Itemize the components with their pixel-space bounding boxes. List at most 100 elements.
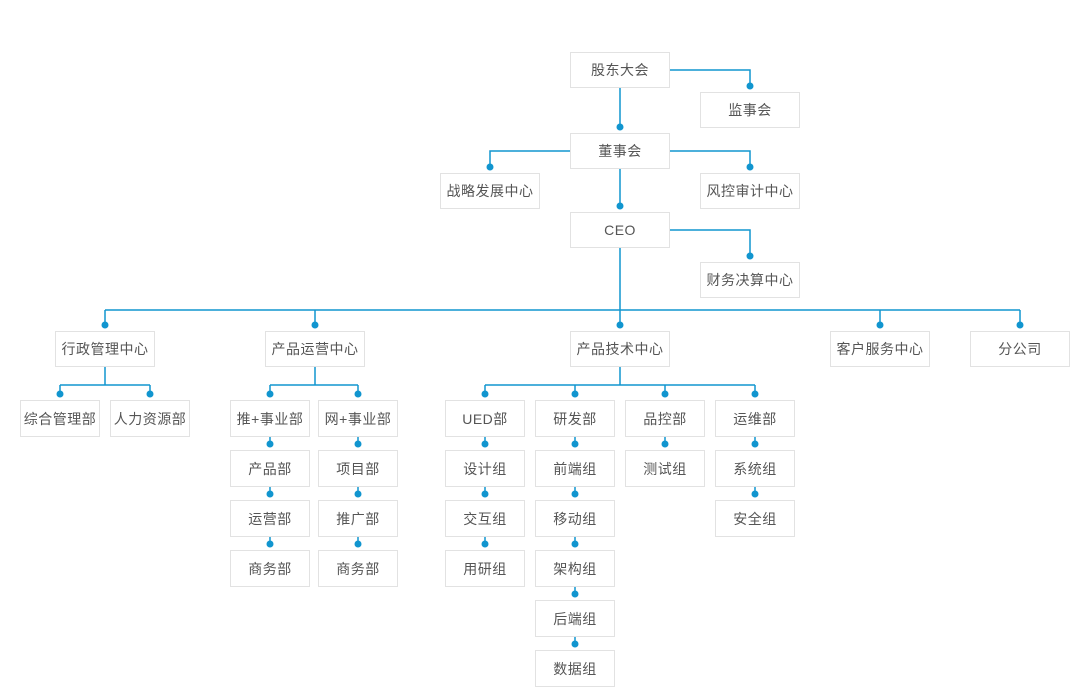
org-node-label: 产品部 <box>248 460 292 477</box>
org-node-label: 交互组 <box>463 510 507 527</box>
org-node-testing-group: 测试组 <box>625 450 705 487</box>
org-node-human-resources-dept: 人力资源部 <box>110 400 190 437</box>
org-node-label: 行政管理中心 <box>61 341 149 357</box>
org-node-qc-dept: 品控部 <box>625 400 705 437</box>
org-node-design-group: 设计组 <box>445 450 525 487</box>
org-node-branch-company: 分公司 <box>970 331 1070 367</box>
connector-dot <box>266 540 274 548</box>
org-node-label: 网+事业部 <box>324 410 392 427</box>
connector-dot <box>571 590 579 598</box>
org-node-financial-settlement-center: 财务决算中心 <box>700 262 800 298</box>
org-node-label: UED部 <box>462 410 508 427</box>
connector-dot <box>266 390 274 398</box>
org-node-label: 风控审计中心 <box>706 183 794 199</box>
connector-dot <box>571 390 579 398</box>
connector-dot <box>751 440 759 448</box>
connector-dot <box>56 390 64 398</box>
org-node-operation-dept: 运营部 <box>230 500 310 537</box>
org-node-label: 后端组 <box>553 610 597 627</box>
connector-dot <box>266 490 274 498</box>
connector-dot <box>751 390 759 398</box>
org-node-label: 财务决算中心 <box>706 272 794 288</box>
org-node-product-operation-center: 产品运营中心 <box>265 331 365 367</box>
org-node-label: 人力资源部 <box>113 410 187 427</box>
org-node-label: 运营部 <box>248 510 292 527</box>
connector-line <box>670 229 751 256</box>
org-node-label: 推广部 <box>336 510 380 527</box>
connector-dot <box>354 390 362 398</box>
org-node-general-management-dept: 综合管理部 <box>20 400 100 437</box>
connector-dot <box>876 321 884 329</box>
connector-dot <box>746 252 754 260</box>
connector-dot <box>751 490 759 498</box>
org-node-tui-business-dept: 推+事业部 <box>230 400 310 437</box>
connector-line <box>670 69 751 86</box>
connector-dot <box>481 540 489 548</box>
org-node-label: 项目部 <box>336 460 380 477</box>
org-node-label: 测试组 <box>643 460 687 477</box>
connector-dot <box>571 640 579 648</box>
org-node-user-research-group: 用研组 <box>445 550 525 587</box>
org-node-label: 用研组 <box>463 560 507 577</box>
org-node-label: 设计组 <box>463 460 507 477</box>
connector-dot <box>354 540 362 548</box>
org-node-label: 产品技术中心 <box>576 341 664 357</box>
connector-dot <box>146 390 154 398</box>
org-node-label: 移动组 <box>553 510 597 527</box>
org-node-label: 推+事业部 <box>236 410 304 427</box>
org-node-architecture-group: 架构组 <box>535 550 615 587</box>
org-node-admin-management-center: 行政管理中心 <box>55 331 155 367</box>
connector-dot <box>311 321 319 329</box>
org-node-data-group: 数据组 <box>535 650 615 687</box>
org-node-security-group: 安全组 <box>715 500 795 537</box>
org-node-label: 战略发展中心 <box>446 183 534 199</box>
org-node-product-dept: 产品部 <box>230 450 310 487</box>
connector-dot <box>101 321 109 329</box>
org-node-label: 研发部 <box>553 410 597 427</box>
org-node-label: 前端组 <box>553 460 597 477</box>
connector-dot <box>354 490 362 498</box>
org-node-label: 商务部 <box>336 560 380 577</box>
org-node-label: 品控部 <box>643 410 687 427</box>
connector-dot <box>616 202 624 210</box>
org-node-ops-dept: 运维部 <box>715 400 795 437</box>
org-node-shareholders-meeting: 股东大会 <box>570 52 670 88</box>
org-node-frontend-group: 前端组 <box>535 450 615 487</box>
org-node-product-technology-center: 产品技术中心 <box>570 331 670 367</box>
connector-dot <box>481 490 489 498</box>
connector-line <box>670 150 751 167</box>
connector-dot <box>354 440 362 448</box>
org-node-label: 系统组 <box>733 460 777 477</box>
connector-dot <box>571 440 579 448</box>
org-node-wang-business-dept: 网+事业部 <box>318 400 398 437</box>
org-node-supervisory-board: 监事会 <box>700 92 800 128</box>
org-node-system-group: 系统组 <box>715 450 795 487</box>
org-node-business-dept-1: 商务部 <box>230 550 310 587</box>
org-node-label: 董事会 <box>598 143 642 159</box>
connector-dot <box>616 123 624 131</box>
connector-dot <box>486 163 494 171</box>
org-node-mobile-group: 移动组 <box>535 500 615 537</box>
org-node-interaction-group: 交互组 <box>445 500 525 537</box>
connector-dot <box>661 390 669 398</box>
org-node-label: 客户服务中心 <box>836 341 924 357</box>
org-node-customer-service-center: 客户服务中心 <box>830 331 930 367</box>
org-node-label: 监事会 <box>728 102 772 118</box>
connector-dot <box>571 540 579 548</box>
org-node-label: 综合管理部 <box>23 410 97 427</box>
org-node-risk-audit-center: 风控审计中心 <box>700 173 800 209</box>
connector-dot <box>1016 321 1024 329</box>
org-node-label: CEO <box>604 222 636 238</box>
connector-dot <box>266 440 274 448</box>
org-node-business-dept-2: 商务部 <box>318 550 398 587</box>
connector-dot <box>571 490 579 498</box>
connector-dot <box>746 82 754 90</box>
org-node-rd-dept: 研发部 <box>535 400 615 437</box>
org-node-backend-group: 后端组 <box>535 600 615 637</box>
org-node-board-of-directors: 董事会 <box>570 133 670 169</box>
org-node-label: 架构组 <box>553 560 597 577</box>
org-node-label: 分公司 <box>998 341 1042 357</box>
org-node-label: 产品运营中心 <box>271 341 359 357</box>
